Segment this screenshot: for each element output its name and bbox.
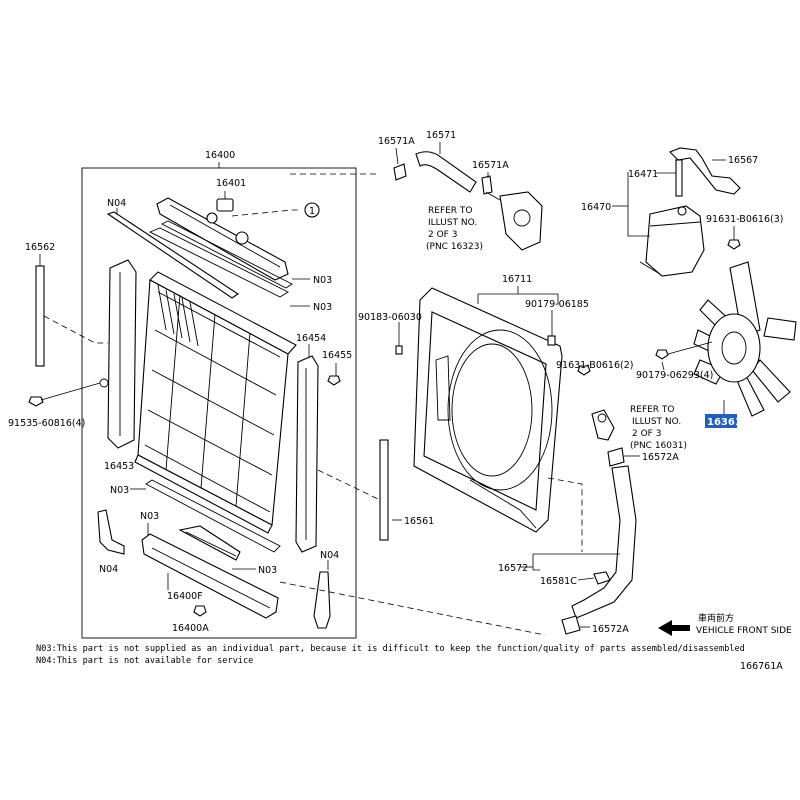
label-16471[interactable]: 16471 xyxy=(628,169,658,180)
drain-plug-16400f[interactable] xyxy=(167,573,207,617)
fan-shroud-16711[interactable] xyxy=(413,287,563,533)
svg-text:(PNC 16031): (PNC 16031) xyxy=(630,441,687,451)
label-16572a-bottom[interactable]: 16572A xyxy=(592,624,629,635)
label-91631-a[interactable]: 91631-B0616(2) xyxy=(556,360,633,371)
hose-clamp-16572a-top[interactable] xyxy=(607,447,640,467)
label-90179-06293[interactable]: 90179-06293(4) xyxy=(636,370,713,381)
label-n03-c[interactable]: N03 xyxy=(110,485,129,496)
label-16581c[interactable]: 16581C xyxy=(540,576,577,587)
bolt-90183[interactable] xyxy=(395,322,403,355)
bolt-91631-a[interactable] xyxy=(577,365,591,376)
hose-n04-left[interactable] xyxy=(97,509,125,555)
clamp-16581c[interactable] xyxy=(577,571,611,585)
label-16454[interactable]: 16454 xyxy=(296,333,326,344)
seal-strip-n04[interactable] xyxy=(106,211,239,299)
label-16400f[interactable]: 16400F xyxy=(167,591,203,602)
label-16567[interactable]: 16567 xyxy=(728,155,758,166)
label-16361[interactable]: 16361 xyxy=(707,417,742,428)
label-16571a-left[interactable]: 16571A xyxy=(378,136,415,147)
label-16455[interactable]: 16455 xyxy=(322,350,352,361)
water-outlet[interactable] xyxy=(591,409,615,441)
label-16711[interactable]: 16711 xyxy=(502,274,532,285)
vehicle-front-arrow xyxy=(658,620,690,636)
reference-circle-1[interactable] xyxy=(304,202,320,218)
reservoir-tank-16470[interactable] xyxy=(639,205,705,277)
radiator-core[interactable] xyxy=(134,271,297,534)
footnote-n03: N03:This part is not supplied as an indi… xyxy=(36,644,745,654)
label-16562[interactable]: 16562 xyxy=(25,242,55,253)
svg-text:REFER TO: REFER TO xyxy=(630,405,675,415)
label-91631-b[interactable]: 91631-B0616(3) xyxy=(706,214,783,225)
refer-note-right: REFER TO ILLUST NO. 2 OF 3 (PNC 16031) xyxy=(630,405,687,451)
svg-text:ILLUST NO.: ILLUST NO. xyxy=(632,417,681,427)
highlight-16361 xyxy=(705,414,737,428)
label-16572a-top[interactable]: 16572A xyxy=(642,452,679,463)
label-n04-right[interactable]: N04 xyxy=(320,550,339,561)
label-91535[interactable]: 91535-60816(4) xyxy=(8,418,85,429)
direction-label-jp: 車両前方 xyxy=(698,612,734,624)
bolt-16455[interactable] xyxy=(327,363,341,386)
side-seal-16561[interactable] xyxy=(379,439,389,541)
label-16470[interactable]: 16470 xyxy=(581,202,611,213)
label-16571[interactable]: 16571 xyxy=(426,130,456,141)
upper-hose-16571[interactable] xyxy=(415,151,477,193)
nut-90179-06185[interactable] xyxy=(547,310,556,346)
reservoir-hose-16471[interactable] xyxy=(669,147,741,197)
label-16400a[interactable]: 16400A xyxy=(172,623,209,634)
nut-90179-06293[interactable] xyxy=(655,341,713,371)
footnote-n04: N04:This part is not available for servi… xyxy=(36,656,253,666)
radiator-cap-16401[interactable] xyxy=(216,191,234,212)
hose-clamp-16571a-left[interactable] xyxy=(393,147,407,181)
label-n03-b[interactable]: N03 xyxy=(313,302,332,313)
svg-text:(PNC 16323): (PNC 16323) xyxy=(426,242,483,252)
label-n04-top[interactable]: N04 xyxy=(107,198,126,209)
direction-label-en: VEHICLE FRONT SIDE xyxy=(696,626,792,636)
label-90179-06185[interactable]: 90179-06185 xyxy=(525,299,589,310)
label-16400[interactable]: 16400 xyxy=(205,150,235,161)
cooling-fan-16361[interactable] xyxy=(693,261,797,417)
svg-text:2 OF 3: 2 OF 3 xyxy=(632,429,661,439)
label-16401[interactable]: 16401 xyxy=(216,178,246,189)
upper-tank[interactable] xyxy=(156,197,289,281)
label-16561[interactable]: 16561 xyxy=(404,516,434,527)
gasket-n03-upper-a[interactable] xyxy=(148,227,289,298)
side-support-16453[interactable] xyxy=(99,259,137,449)
svg-text:2 OF 3: 2 OF 3 xyxy=(428,230,457,240)
diagram-id: 166761A xyxy=(740,661,783,672)
side-support-16454[interactable] xyxy=(295,355,319,553)
label-16571a-right[interactable]: 16571A xyxy=(472,160,509,171)
svg-text:REFER TO: REFER TO xyxy=(428,206,473,216)
label-n03-d[interactable]: N03 xyxy=(140,511,159,522)
bolt-91535[interactable] xyxy=(28,382,101,407)
gasket-n03-upper-b[interactable] xyxy=(161,220,293,289)
hose-clamp-16572a-bottom[interactable] xyxy=(561,615,590,635)
label-16572[interactable]: 16572 xyxy=(498,563,528,574)
label-90183[interactable]: 90183-06030 xyxy=(358,312,422,323)
side-seal-16562[interactable] xyxy=(35,265,45,367)
label-16453[interactable]: 16453 xyxy=(104,461,134,472)
svg-text:ILLUST NO.: ILLUST NO. xyxy=(428,218,477,228)
label-n04-left[interactable]: N04 xyxy=(99,564,118,575)
hose-n04-right[interactable] xyxy=(313,571,331,629)
label-circle-ref: 1 xyxy=(309,206,315,217)
hose-clamp-16571a-right[interactable] xyxy=(481,172,493,195)
bolt-91631-b[interactable] xyxy=(727,226,741,250)
gasket-n03-lower[interactable] xyxy=(145,479,281,553)
refer-note-left: REFER TO ILLUST NO. 2 OF 3 (PNC 16323) xyxy=(426,206,483,252)
label-n03-a[interactable]: N03 xyxy=(313,275,332,286)
lower-tank[interactable] xyxy=(141,525,279,619)
label-n03-e[interactable]: N03 xyxy=(258,565,277,576)
thermostat-housing[interactable] xyxy=(485,191,543,251)
